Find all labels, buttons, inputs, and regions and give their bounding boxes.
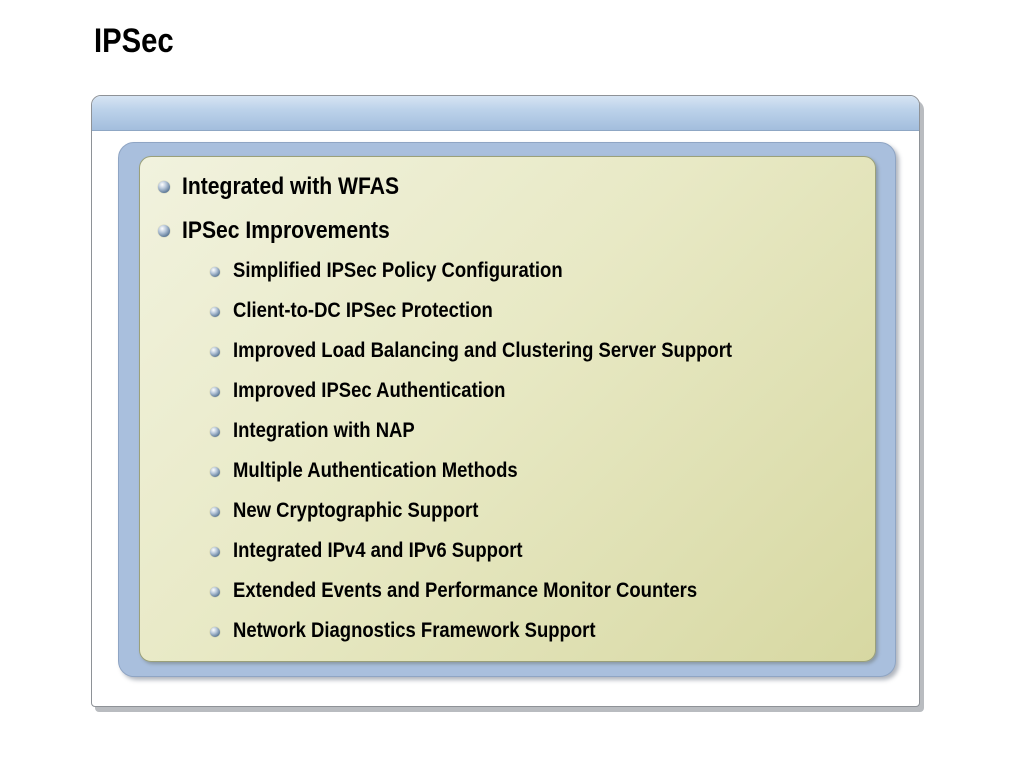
sphere-bullet-icon <box>210 627 220 637</box>
sphere-bullet-icon <box>210 427 220 437</box>
sub-bullet-item: Integration with NAP <box>233 419 415 442</box>
sphere-bullet-icon <box>210 467 220 477</box>
sphere-bullet-icon <box>210 307 220 317</box>
sub-bullet-item: New Cryptographic Support <box>233 499 479 522</box>
sphere-bullet-icon <box>158 181 170 193</box>
bullet-item: Integrated with WFAS <box>182 173 400 200</box>
frame-header-bar <box>92 96 919 131</box>
sub-bullet-item: Integrated IPv4 and IPv6 Support <box>233 539 523 562</box>
slide-title: IPSec <box>94 22 174 60</box>
sub-bullet-item: Extended Events and Performance Monitor … <box>233 579 698 602</box>
sphere-bullet-icon <box>210 347 220 357</box>
bullet-item: IPSec Improvements <box>182 217 390 244</box>
sphere-bullet-icon <box>210 387 220 397</box>
content-panel <box>139 156 876 662</box>
sphere-bullet-icon <box>210 547 220 557</box>
sub-bullet-item: Improved Load Balancing and Clustering S… <box>233 339 733 362</box>
sphere-bullet-icon <box>158 225 170 237</box>
sphere-bullet-icon <box>210 267 220 277</box>
sub-bullet-item: Network Diagnostics Framework Support <box>233 619 596 642</box>
sub-bullet-item: Client-to-DC IPSec Protection <box>233 299 493 322</box>
sub-bullet-item: Multiple Authentication Methods <box>233 459 518 482</box>
sphere-bullet-icon <box>210 587 220 597</box>
sub-bullet-item: Improved IPSec Authentication <box>233 379 506 402</box>
sphere-bullet-icon <box>210 507 220 517</box>
sub-bullet-item: Simplified IPSec Policy Configuration <box>233 259 563 282</box>
